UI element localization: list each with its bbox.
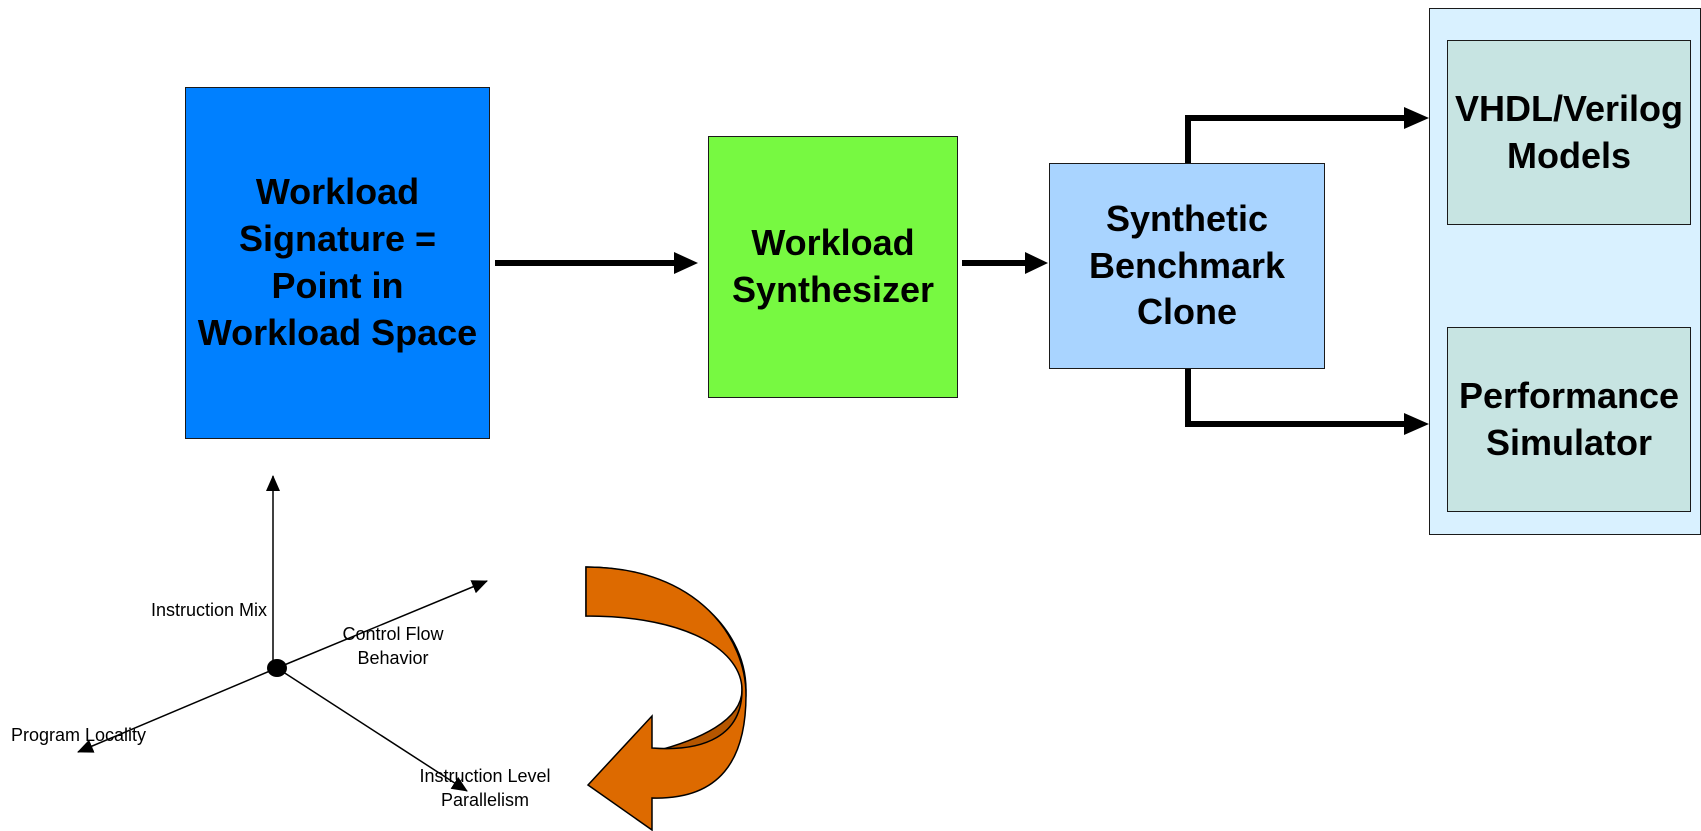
instruction-mix-label: Instruction Mix — [151, 600, 268, 620]
synthetic-benchmark-clone-label: Synthetic Benchmark Clone — [1088, 197, 1286, 333]
workload-signature-box: Workload Signature = Point in Workload S… — [185, 87, 490, 439]
performance-simulator-label: Performance Simulator — [1458, 374, 1680, 463]
arrow-synthesizer-to-clone — [962, 252, 1048, 274]
arrow-signature-to-synthesizer — [495, 252, 698, 274]
origin-point — [267, 659, 287, 677]
axis-control-flow — [276, 580, 488, 669]
vhdl-verilog-models-box: VHDL/Verilog Models — [1447, 40, 1691, 225]
axis-ilp — [276, 667, 468, 792]
workload-signature-label: Workload Signature = Point in Workload S… — [197, 171, 478, 353]
control-flow-label: Control Flow Behavior — [342, 624, 444, 669]
instruction-level-parallelism-label: Instruction Level Parallelism — [419, 766, 551, 811]
vhdl-verilog-models-label: VHDL/Verilog Models — [1454, 87, 1684, 176]
workload-synthesizer-label: Workload Synthesizer — [731, 222, 935, 310]
axis-program-locality — [77, 667, 278, 753]
performance-simulator-box: Performance Simulator — [1447, 327, 1691, 512]
program-locality-label: Program Locality — [11, 725, 147, 745]
workload-space-axes — [77, 475, 488, 792]
arrow-clone-to-vhdl — [1185, 107, 1429, 163]
workload-synthesizer-box: Workload Synthesizer — [708, 136, 958, 398]
arrow-clone-to-performance — [1185, 369, 1429, 435]
synthetic-benchmark-clone-box: Synthetic Benchmark Clone — [1049, 163, 1325, 369]
curved-return-arrow-icon — [585, 566, 747, 831]
